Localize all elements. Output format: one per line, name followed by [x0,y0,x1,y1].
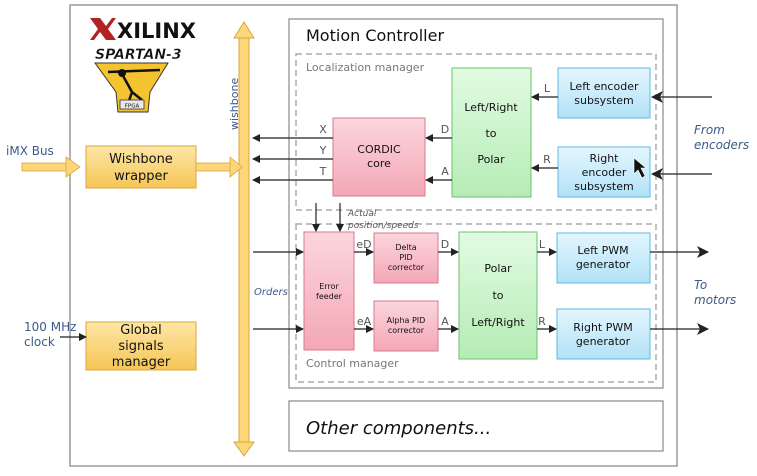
lr-to-polar-line3: Polar [477,153,505,166]
port-t: T [319,165,327,178]
delta-pid-line2: PID [399,253,412,262]
port-r-loc: R [543,153,551,166]
error-feeder-line2: feeder [316,292,343,301]
port-a-loc: A [441,165,449,178]
cordic-line2: core [367,157,391,170]
left-pwm-line2: generator [576,258,631,271]
left-pwm-line1: Left PWM [577,244,628,257]
xilinx-logo: XILINX SPARTAN-3 FPGA [90,18,196,113]
cordic-line1: CORDIC [357,143,401,156]
feedback-label-line1: Actual [347,209,377,219]
port-x: X [319,123,327,136]
right-pwm-line1: Right PWM [573,321,632,334]
mouse-cursor-icon [633,157,647,179]
port-ed: eD [356,238,371,251]
motion-controller-title: Motion Controller [306,26,444,45]
control-manager-title: Control manager [306,357,399,370]
global-signals-line1: Global [120,323,161,338]
polar-to-lr-line2: to [492,289,503,302]
to-motors-line2: motors [694,293,736,307]
wishbone-wrapper-line2: wrapper [114,169,168,184]
port-a-ctrl: A [441,315,449,328]
left-encoder-line1: Left encoder [570,80,639,93]
localization-manager-box [295,53,657,211]
to-motors-line1: To [694,278,707,292]
error-feeder-line1: Error [319,282,339,291]
fpga-badge-text: FPGA [125,104,140,110]
clock-label-line1: 100 MHz [24,320,76,334]
imx-bus-arrow [21,156,81,178]
right-encoder-line3: subsystem [574,180,633,193]
alpha-pid-block: Alpha PID corrector [373,300,439,352]
port-y: Y [319,144,327,157]
lr-to-polar-block: Left/Right to Polar [451,67,532,198]
other-components-label: Other components... [306,418,491,439]
right-encoder-line1: Right [590,152,620,165]
global-signals-block: Global signals manager [85,321,197,371]
delta-pid-block: Delta PID corrector [373,232,439,284]
other-components-box [288,400,664,452]
wrapper-bus-link [195,156,243,178]
lr-to-polar-line1: Left/Right [464,101,518,114]
alpha-pid-line1: Alpha PID [387,316,426,325]
clock-label-line2: clock [24,335,55,349]
orders-label: Orders [254,287,288,298]
port-l-loc: L [544,82,551,95]
xilinx-brand-text: XILINX [117,19,196,43]
left-pwm-block: Left PWM generator [556,232,651,284]
spartan-family-text: SPARTAN-3 [95,47,182,63]
polar-to-lr-line3: Left/Right [471,316,525,329]
polar-to-lr-block: Polar to Left/Right [458,231,538,360]
imx-bus-label: iMX Bus [6,144,54,158]
wishbone-label: wishbone [228,78,241,130]
left-encoder-block: Left encoder subsystem [557,67,651,119]
delta-pid-line3: corrector [388,263,425,272]
wishbone-wrapper-line1: Wishbone [109,152,173,167]
global-signals-line3: manager [112,355,171,370]
port-d-ctrl: D [441,238,449,251]
localization-manager-title: Localization manager [306,61,425,74]
spartan-warrior-icon [94,62,169,113]
right-pwm-block: Right PWM generator [556,308,651,360]
alpha-pid-line2: corrector [388,326,425,335]
polar-to-lr-line1: Polar [484,262,512,275]
right-pwm-line2: generator [576,335,631,348]
port-r-ctrl: R [538,315,546,328]
port-d-loc: D [441,123,449,136]
error-feeder-block: Error feeder [303,231,355,351]
global-signals-line2: signals [118,339,163,354]
wishbone-wrapper-block: Wishbone wrapper [85,145,197,189]
xilinx-x-icon [90,18,116,40]
wishbone-bus [233,21,255,457]
delta-pid-line1: Delta [395,243,416,252]
port-l-ctrl: L [539,238,546,251]
from-encoders-line1: From [694,123,725,137]
control-manager-box [295,223,657,383]
left-encoder-line2: subsystem [574,94,633,107]
feedback-label-line2: position/speeds [347,221,419,231]
right-encoder-line2: encoder [582,166,627,179]
from-encoders-line2: encoders [694,138,749,152]
lr-to-polar-line2: to [485,127,496,140]
port-ea: eA [357,315,372,328]
cordic-core-block: CORDIC core [332,117,426,197]
